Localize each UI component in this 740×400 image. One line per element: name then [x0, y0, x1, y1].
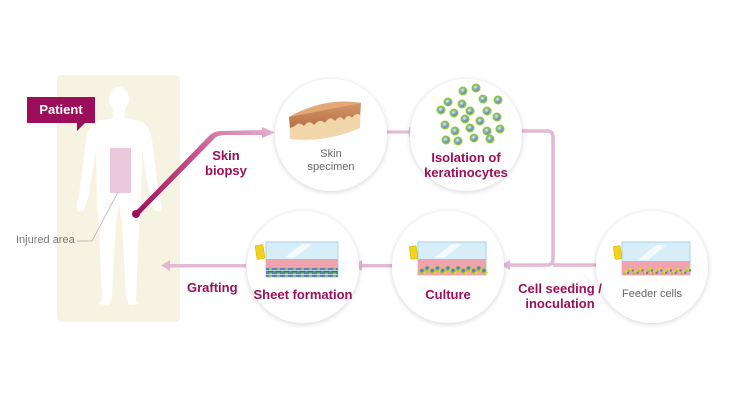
keratinocyte-cell — [436, 105, 446, 115]
injured-area-label: Injured area — [16, 234, 75, 246]
keratinocyte-cell — [458, 86, 468, 96]
keratinocyte-cell — [457, 99, 467, 109]
skin-specimen-icon — [289, 101, 361, 140]
keratinocyte-cell — [492, 112, 502, 122]
flask-culture-icon — [409, 241, 488, 276]
skin-biopsy-label: Skin biopsy — [205, 148, 247, 179]
keratinocyte-cell — [482, 106, 492, 116]
keratinocyte-cell — [460, 114, 470, 124]
flask-sheet-icon — [254, 241, 339, 278]
keratinocyte-cell — [443, 97, 453, 107]
arrow-culture-to-sheet — [353, 260, 395, 271]
keratinocyte-cell — [465, 106, 475, 116]
sheet-formation-label: Sheet formation — [253, 287, 353, 302]
arrow-isolation-to-seeding — [508, 129, 555, 267]
keratinocytes-icon — [436, 83, 505, 146]
biopsy-arrow — [134, 127, 275, 216]
keratinocyte-cell — [441, 135, 451, 145]
feeder-cells-label: Feeder cells — [622, 288, 682, 300]
keratinocyte-cell — [465, 123, 475, 133]
keratinocyte-cell — [469, 133, 479, 143]
patient-callout: Patient — [27, 97, 95, 131]
cell-seeding-label: Cell seeding / inoculation — [518, 281, 602, 312]
keratinocyte-cell — [440, 120, 450, 130]
injured-area-leader — [91, 191, 119, 242]
keratinocyte-cell — [471, 83, 481, 93]
arrow-grafting — [161, 260, 246, 271]
keratinocyte-cell — [453, 136, 463, 146]
keratinocyte-cell — [478, 94, 488, 104]
human-silhouette — [76, 87, 162, 305]
keratinocyte-cell — [475, 116, 485, 126]
grafting-label: Grafting — [187, 280, 238, 295]
biopsy-site-dot — [132, 210, 140, 218]
keratinocyte-cell — [450, 126, 460, 136]
keratinocyte-cell — [493, 95, 503, 105]
keratinocyte-cell — [485, 134, 495, 144]
isolation-label: Isolation of keratinocytes — [424, 150, 508, 181]
flask-feeder-icon — [613, 241, 692, 276]
injured-area — [110, 148, 131, 193]
culture-label: Culture — [425, 287, 471, 302]
keratinocyte-cell — [482, 126, 492, 136]
keratinocyte-cell — [495, 124, 505, 134]
keratinocyte-cell — [449, 108, 459, 118]
skin-specimen-label: Skin specimen — [307, 148, 355, 173]
